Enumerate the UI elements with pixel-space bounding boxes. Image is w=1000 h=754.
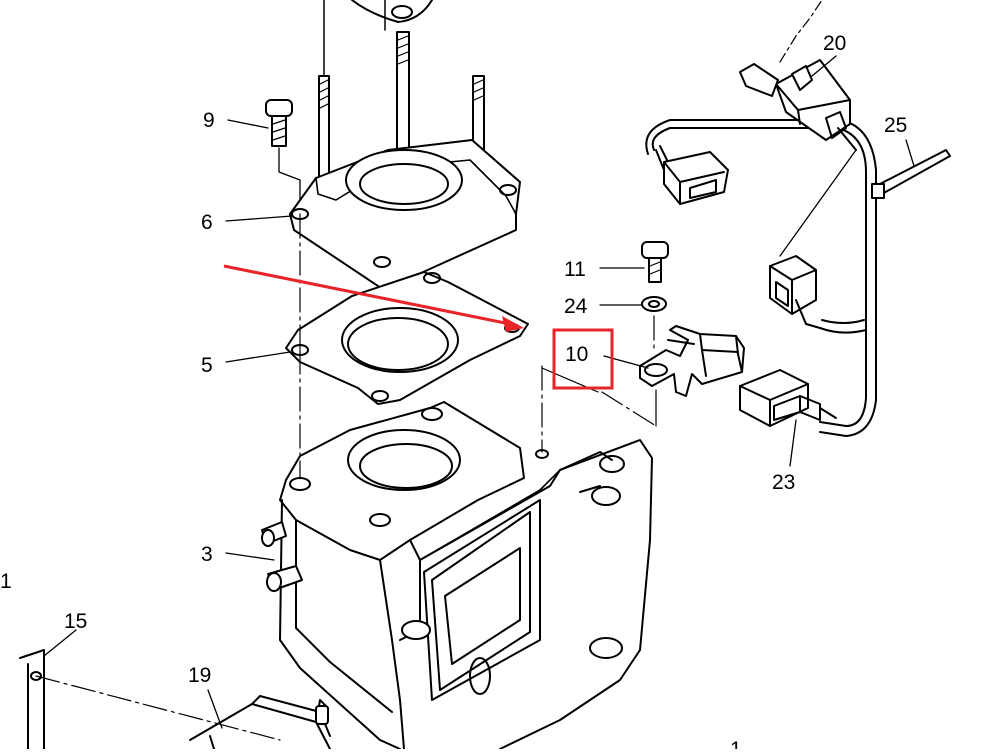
callout-20: 20	[823, 32, 846, 55]
assembly-bracket-lines	[541, 367, 657, 427]
callout-5: 5	[201, 354, 213, 377]
highlight-annotation	[223, 264, 614, 390]
callout-leader-lines	[43, 55, 915, 729]
callout-9: 9	[203, 109, 215, 132]
callout-23: 23	[772, 471, 795, 494]
callout-labels: 9 6 5 3 1 15 19 11 24 10 20 25 23 1	[0, 32, 907, 754]
cable-tie-25	[871, 149, 951, 199]
callout-24: 24	[564, 295, 588, 318]
switch-20-leader	[779, 0, 823, 63]
throttle-body-3	[261, 401, 653, 750]
callout-1-bottom: 1	[730, 738, 742, 749]
callout-19: 19	[188, 664, 211, 687]
red-arrow-head-icon	[502, 316, 524, 332]
switch-20-wire	[779, 149, 857, 257]
connector-23	[739, 369, 837, 427]
connector-coupler-b	[769, 255, 821, 329]
gasket-5	[285, 271, 529, 405]
sensor-10	[639, 325, 745, 397]
callout-3: 3	[201, 543, 213, 566]
highlight-box	[552, 328, 614, 390]
top-housing-part	[351, 0, 433, 23]
flange-plate-6	[289, 139, 521, 291]
bracket-15	[19, 649, 281, 750]
connector-coupler-a	[663, 151, 729, 205]
callout-25: 25	[884, 114, 907, 137]
bolt-11	[641, 241, 669, 283]
washer-24	[641, 296, 667, 312]
bolt-9	[265, 99, 301, 209]
sensor-switch-20	[739, 59, 857, 151]
callout-10: 10	[565, 343, 588, 366]
callout-1-left: 1	[0, 570, 12, 593]
component-19	[189, 695, 331, 750]
callout-11: 11	[564, 258, 586, 281]
callout-6: 6	[201, 211, 213, 234]
callout-15: 15	[64, 610, 87, 633]
